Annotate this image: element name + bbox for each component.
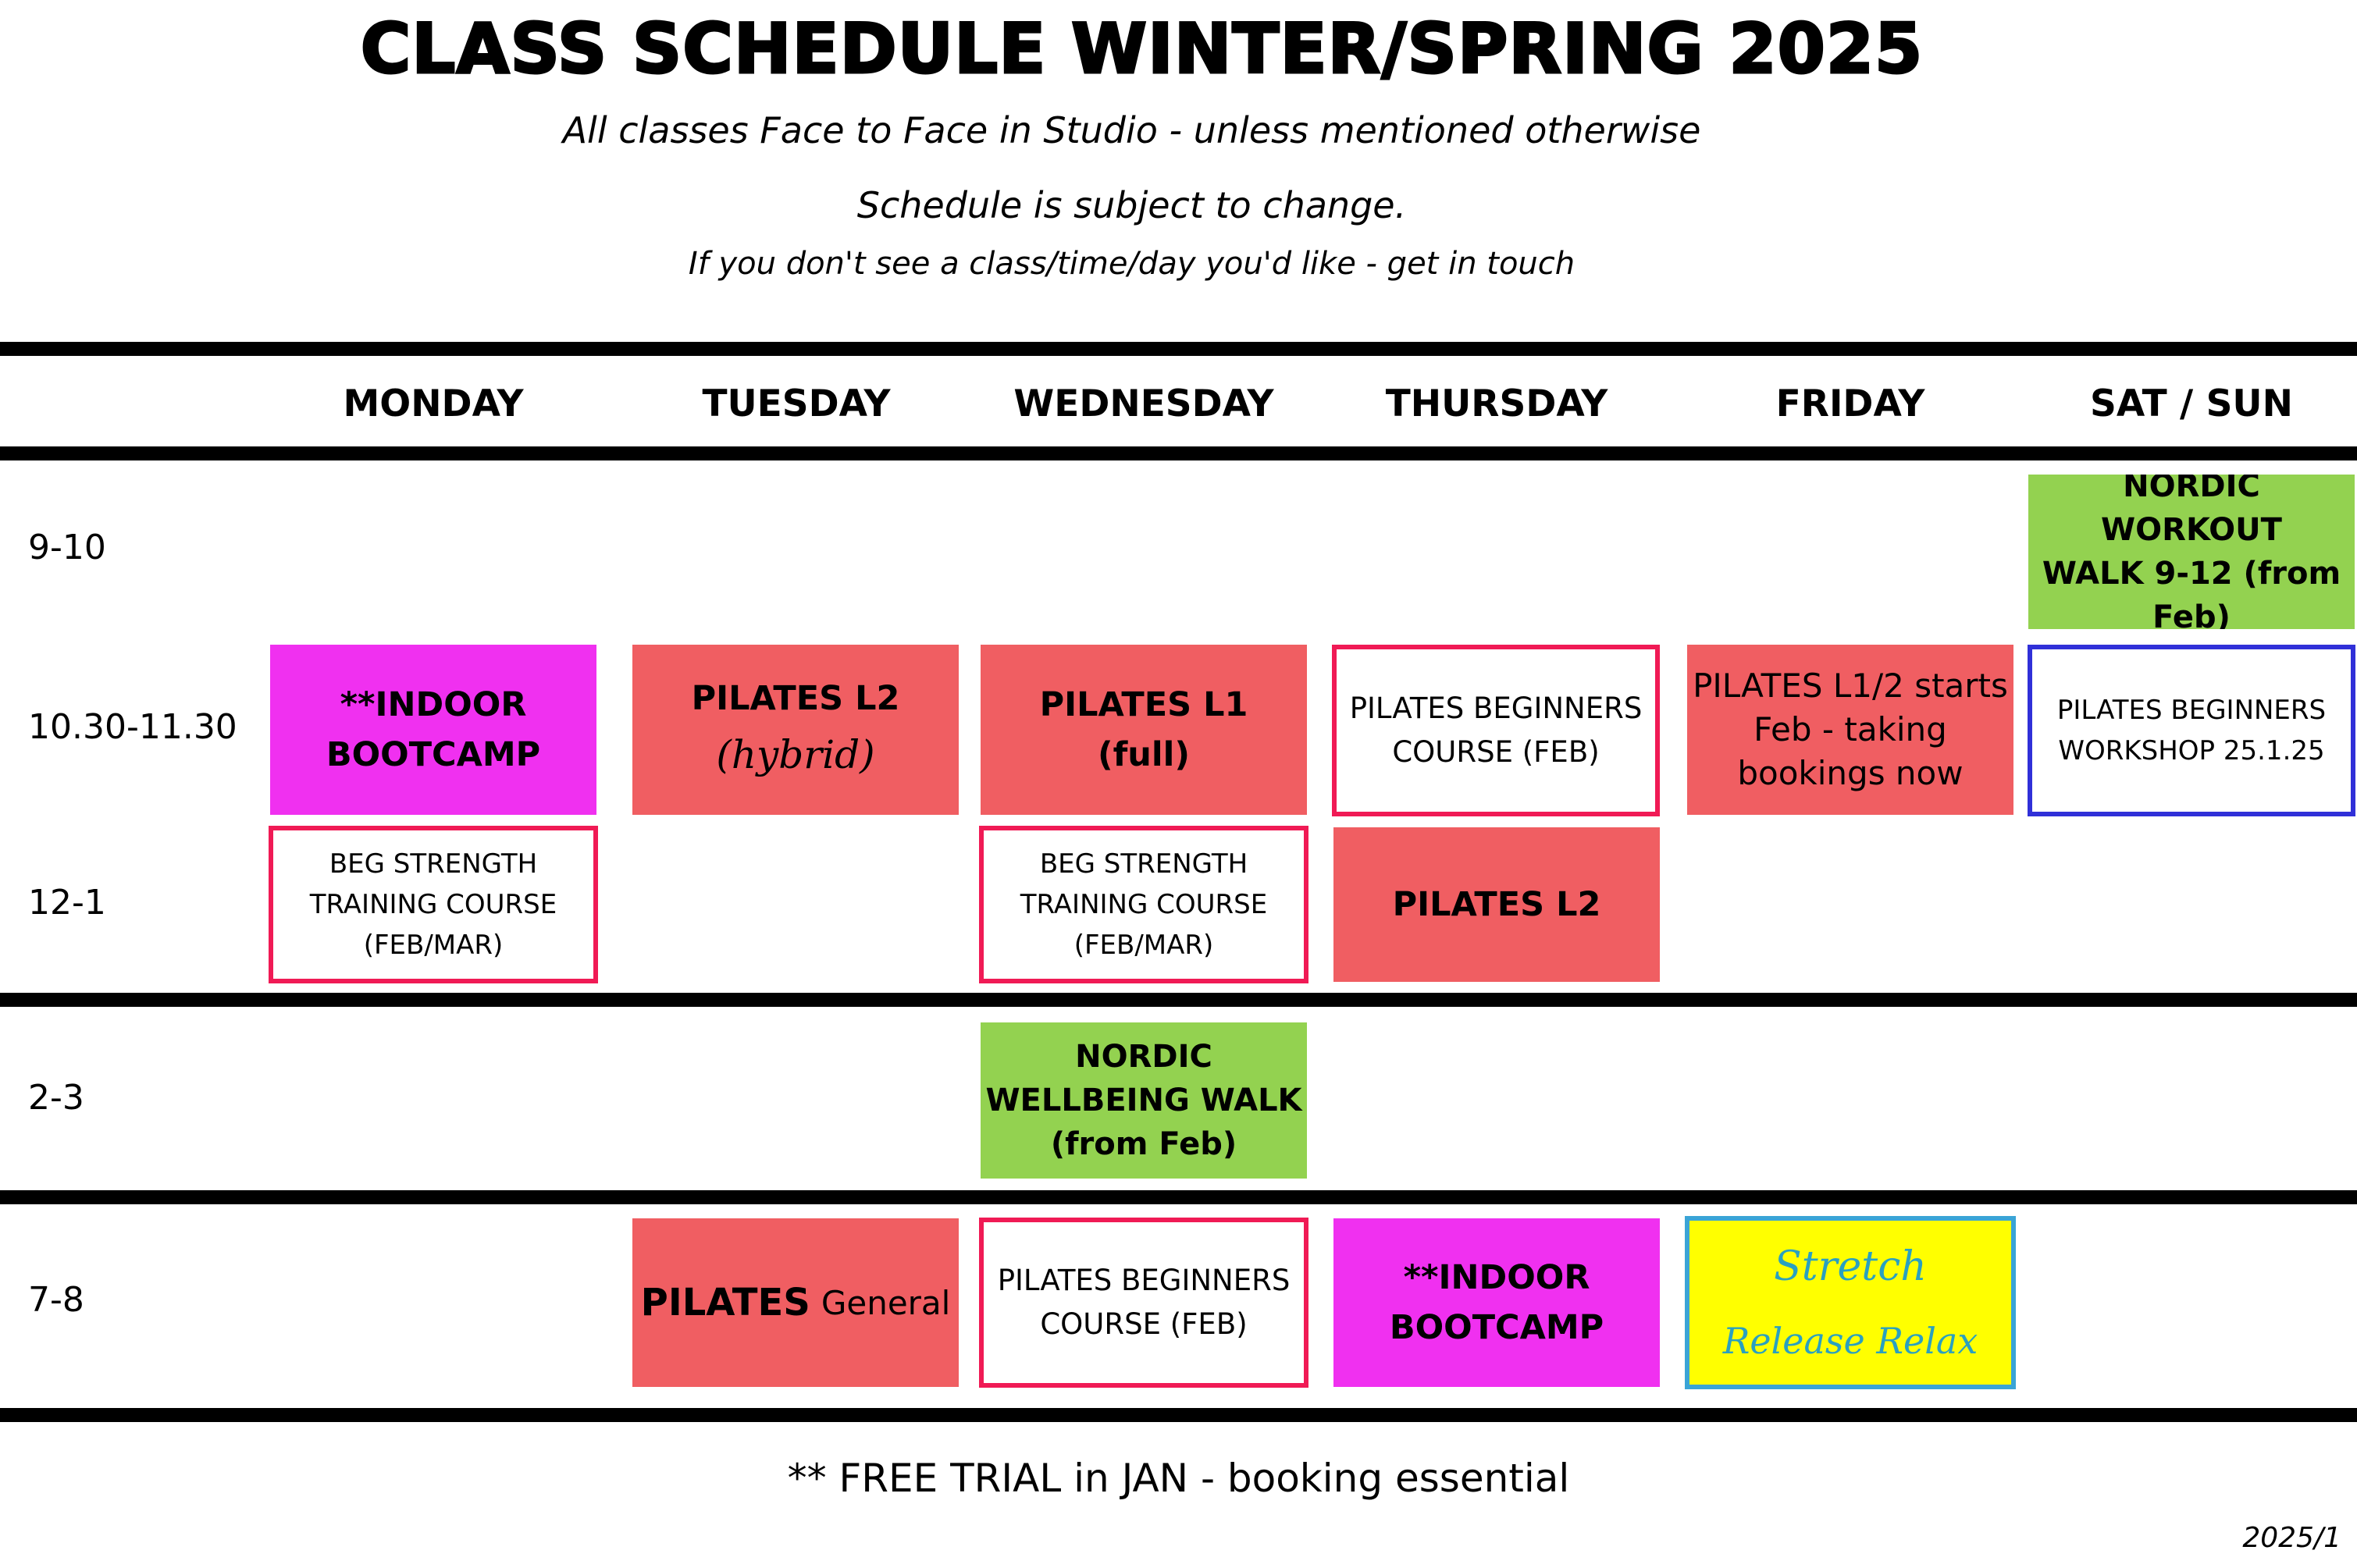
class-line: (from Feb) — [1050, 1126, 1237, 1162]
class-line: BOOTCAMP — [1389, 1308, 1604, 1347]
day-thursday: THURSDAY — [1385, 382, 1608, 425]
class-line: PILATES BEGINNERS — [997, 1264, 1291, 1297]
class-beg-strength-wednesday: BEG STRENGTH TRAINING COURSE (FEB/MAR) — [979, 826, 1308, 983]
class-pilates-l12-friday: PILATES L1/2 starts Feb - taking booking… — [1687, 645, 2013, 815]
divider-midday — [0, 993, 2357, 1007]
class-line: PILATES BEGINNERS — [1349, 692, 1643, 725]
class-line: PILATES L2 — [1392, 885, 1601, 924]
class-beg-strength-monday: BEG STRENGTH TRAINING COURSE (FEB/MAR) — [269, 826, 598, 983]
class-pilates-general-tuesday: PILATES General — [632, 1218, 959, 1387]
footer-free-trial-note: ** FREE TRIAL in JAN - booking essential — [787, 1456, 1570, 1501]
class-line: (FEB/MAR) — [1073, 930, 1214, 961]
class-line: BEG STRENGTH — [1039, 848, 1248, 880]
class-line: Feb - taking — [1754, 710, 1947, 748]
class-line: BOOTCAMP — [326, 735, 541, 774]
class-line: PILATES L1/2 starts — [1693, 667, 2008, 705]
day-tuesday: TUESDAY — [702, 382, 891, 425]
class-stretch-release-relax: Stretch Release Relax — [1685, 1216, 2016, 1389]
class-pilates-l1-wednesday: PILATES L1 (full) — [981, 645, 1307, 815]
time-2-3: 2-3 — [28, 1078, 84, 1118]
class-line: PILATES — [640, 1281, 810, 1324]
class-line: WELLBEING WALK — [985, 1083, 1302, 1118]
class-line-hybrid: (hybrid) — [716, 732, 875, 777]
class-line: NORDIC — [1075, 1039, 1212, 1075]
class-line: NORDIC WORKOUT — [2101, 475, 2282, 548]
class-line: BEG STRENGTH — [329, 848, 538, 880]
divider-top — [0, 342, 2357, 356]
class-line: Stretch — [1774, 1243, 1927, 1290]
class-line: bookings now — [1737, 754, 1964, 792]
divider-bottom — [0, 1408, 2357, 1422]
subtitle-subject-to-change: Schedule is subject to change. — [856, 184, 1407, 226]
class-line: Release Relax — [1722, 1320, 1978, 1362]
class-line: COURSE (FEB) — [1392, 735, 1600, 769]
page-title: CLASS SCHEDULE WINTER/SPRING 2025 — [359, 8, 1924, 91]
class-line: General — [821, 1283, 951, 1322]
class-line: PILATES BEGINNERS — [2056, 695, 2327, 726]
class-line: COURSE (FEB) — [1040, 1307, 1248, 1341]
class-line: **INDOOR — [340, 685, 527, 724]
class-line: (FEB/MAR) — [363, 930, 504, 961]
divider-header — [0, 446, 2357, 460]
class-line: PILATES L2 — [691, 679, 900, 718]
subtitle-get-in-touch: If you don't see a class/time/day you'd … — [688, 246, 1575, 282]
class-pilates-beginners-course-thursday: PILATES BEGINNERS COURSE (FEB) — [1332, 645, 1660, 816]
class-line: **INDOOR — [1403, 1258, 1590, 1297]
class-pilates-beginners-course-wednesday: PILATES BEGINNERS COURSE (FEB) — [979, 1218, 1308, 1388]
class-line: TRAINING COURSE — [309, 889, 557, 920]
time-12-1: 12-1 — [28, 883, 106, 923]
class-line: TRAINING COURSE — [1020, 889, 1268, 920]
time-7-8: 7-8 — [28, 1280, 84, 1320]
class-pilates-beginners-workshop: PILATES BEGINNERS WORKSHOP 25.1.25 — [2028, 645, 2355, 816]
class-line: (full) — [1097, 735, 1191, 774]
class-line: WALK 9-12 (from Feb) — [2042, 556, 2341, 629]
time-9-10: 9-10 — [28, 528, 106, 567]
day-friday: FRIDAY — [1775, 382, 1925, 425]
class-line: WORKSHOP 25.1.25 — [2058, 735, 2325, 766]
class-pilates-l2-thursday: PILATES L2 — [1333, 827, 1660, 982]
day-sat-sun: SAT / SUN — [2090, 382, 2293, 425]
class-line: PILATES L1 — [1039, 685, 1248, 724]
class-pilates-l2-tuesday: PILATES L2 (hybrid) — [632, 645, 959, 815]
day-monday: MONDAY — [343, 382, 524, 425]
subtitle-face-to-face: All classes Face to Face in Studio - unl… — [562, 109, 1701, 151]
class-indoor-bootcamp-monday: **INDOOR BOOTCAMP — [270, 645, 596, 815]
class-nordic-workout-walk: NORDIC WORKOUT WALK 9-12 (from Feb) — [2028, 475, 2355, 629]
day-wednesday: WEDNESDAY — [1013, 382, 1274, 425]
version-label: 2025/1 — [2242, 1522, 2341, 1554]
class-indoor-bootcamp-thursday: **INDOOR BOOTCAMP — [1333, 1218, 1660, 1387]
time-1030-1130: 10.30-11.30 — [28, 707, 237, 747]
divider-afternoon — [0, 1190, 2357, 1204]
class-nordic-wellbeing-walk: NORDIC WELLBEING WALK (from Feb) — [981, 1022, 1307, 1179]
